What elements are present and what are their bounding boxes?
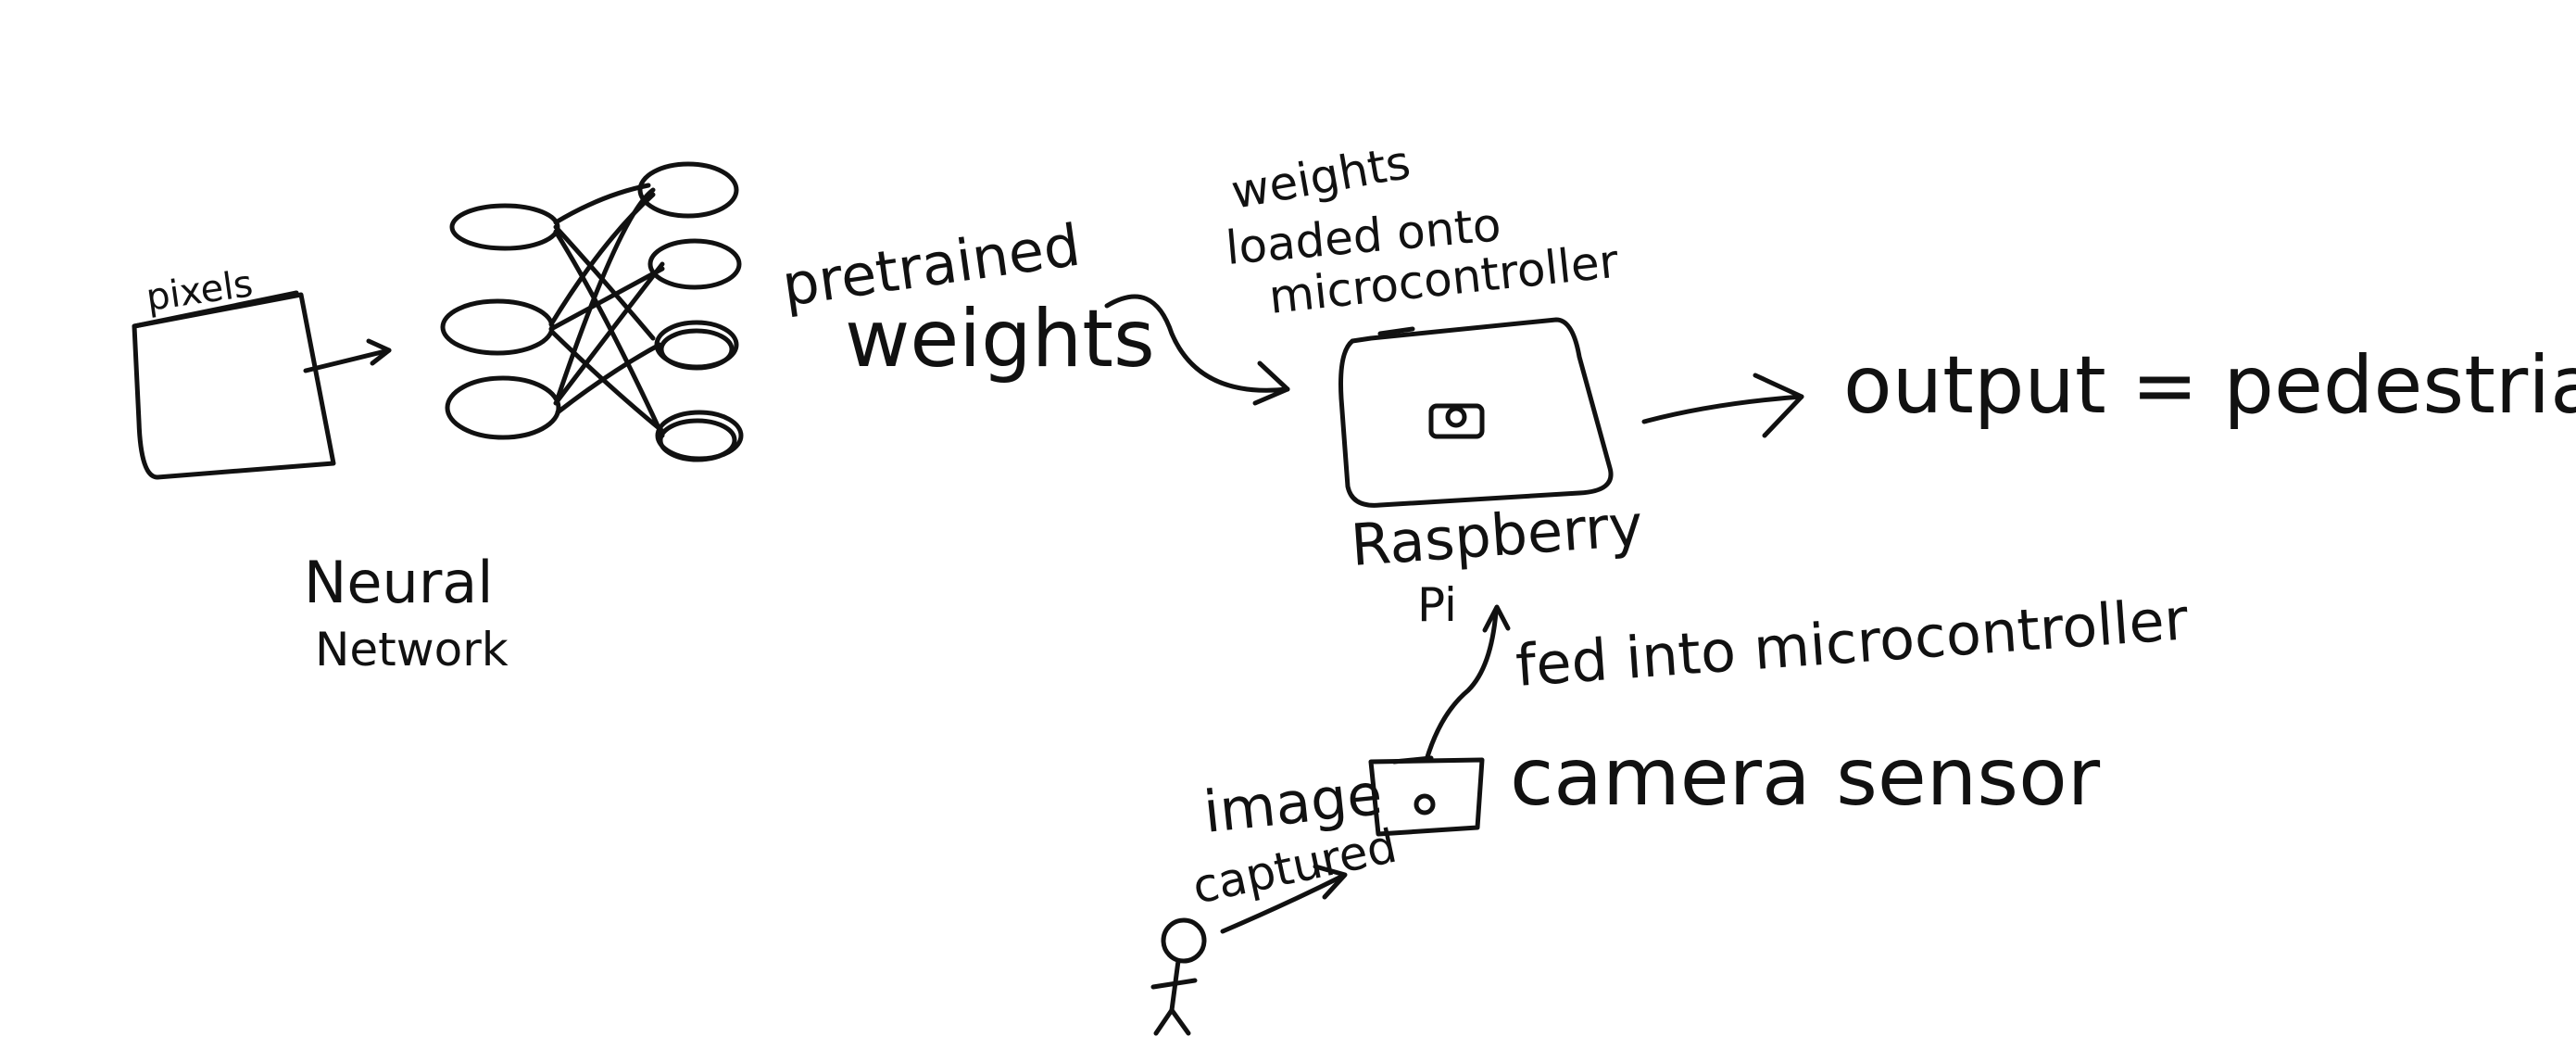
neural-label-line2: Network	[315, 623, 509, 676]
nn-input-node-3	[445, 375, 561, 440]
pi-to-output-arrow	[1641, 373, 1804, 438]
image-captured-arrow	[1220, 864, 1348, 934]
pi-chip-rect	[1428, 403, 1485, 439]
camera-to-pi-arrow	[1424, 604, 1511, 763]
neural-label-line1: Neural	[304, 549, 494, 616]
nn-input-node-2	[440, 298, 555, 356]
nn-output-node-1	[637, 161, 739, 219]
neural-network-graph	[440, 161, 744, 462]
nn-output-node-2	[647, 238, 742, 290]
fed-into-label: fed into microcontroller	[1514, 585, 2191, 700]
weights-to-pi-arrow	[1104, 294, 1290, 406]
raspberry-label-line2: Pi	[1417, 578, 1457, 632]
camera-lens	[1414, 793, 1436, 815]
pixels-label: pixels	[144, 262, 256, 320]
raspberry-pi-board	[1338, 317, 1614, 508]
nn-output-node-4b	[658, 418, 737, 462]
output-label: output = pedestrian	[1843, 339, 2576, 432]
camera-sensor-box	[1368, 755, 1485, 837]
input-image-box	[132, 290, 336, 480]
image-to-network-arrow	[303, 338, 392, 373]
nn-input-node-1	[449, 203, 560, 251]
pretrained-label-line2: weights	[845, 293, 1155, 386]
pi-chip-dot	[1445, 406, 1467, 428]
pedestrian-stick-figure	[1150, 917, 1207, 1036]
nn-output-node-3b	[659, 328, 735, 371]
camera-sensor-label: camera sensor	[1510, 731, 2101, 824]
